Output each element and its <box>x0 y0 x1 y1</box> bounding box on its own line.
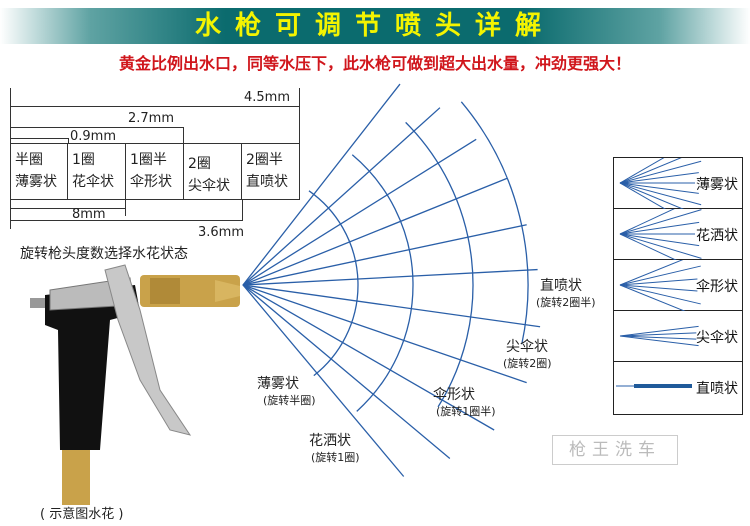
spray-name: 薄雾状 <box>257 376 299 392</box>
cell-mode: 伞形状 <box>130 174 172 190</box>
legend-ray <box>619 160 702 184</box>
spray-name: 尖伞状 <box>506 339 548 355</box>
dim-4-5mm: 4.5mm <box>244 90 291 105</box>
cell-turns: 1圈半 <box>130 152 167 168</box>
spray-name: 花洒状 <box>309 433 351 449</box>
shower-spray-icon <box>619 195 702 273</box>
spray-ray <box>242 284 405 477</box>
legend-ray <box>619 233 702 259</box>
legend-row: 伞形状 <box>614 251 742 319</box>
legend-ray <box>619 265 701 286</box>
legend-row: 薄雾状 <box>614 136 742 230</box>
spray-ray <box>242 284 451 460</box>
legend-ray <box>619 172 699 184</box>
legend-row: 尖伞状 <box>614 311 742 362</box>
spray-ray <box>242 138 477 286</box>
spray-turn: (旋转1圈) <box>311 451 360 464</box>
spray-ray <box>242 83 401 286</box>
gun-caption: ( 示意图水花 ) <box>40 507 124 522</box>
spray-turn: (旋转2圈半) <box>536 296 596 309</box>
legend-ray <box>619 278 698 286</box>
legend-label: 花洒状 <box>696 228 738 244</box>
cone-spray-icon <box>619 325 699 347</box>
cell-mode: 花伞状 <box>72 174 114 190</box>
water-gun-image <box>30 264 240 505</box>
spray-turn: (旋转2圈) <box>503 357 552 370</box>
legend-label: 伞形状 <box>696 279 738 295</box>
legend-label: 薄雾状 <box>696 177 738 193</box>
legend-ray <box>619 182 702 206</box>
subtitle: 黄金比例出水口，同等水压下，此水枪可做到超大出水量，冲劲更强大！ <box>118 54 631 73</box>
legend-ray <box>619 251 702 286</box>
spray-turn: (旋转半圈) <box>263 394 316 407</box>
spray-arc <box>351 154 414 412</box>
legend-ray <box>619 284 698 292</box>
spray-ray <box>242 107 441 286</box>
legend-ray <box>619 182 701 230</box>
watermark: 枪王洗车 <box>552 435 678 465</box>
spray-name: 直喷状 <box>540 278 582 294</box>
spray-ray <box>242 268 538 286</box>
rotate-caption: 旋转枪头度数选择水花状态 <box>20 246 188 262</box>
straight-jet-icon <box>616 384 692 388</box>
spray-ray <box>242 284 495 431</box>
spray-ray <box>242 224 527 286</box>
cell-mode: 直喷状 <box>246 174 288 190</box>
spray-legend: 薄雾状 花洒状 伞形状 尖伞状 直喷状 <box>613 136 743 415</box>
cell-turns: 2圈 <box>188 156 211 172</box>
spray-arc <box>405 121 474 408</box>
cell-turns: 半圈 <box>15 152 43 168</box>
spray-name: 伞形状 <box>433 387 475 403</box>
spray-arc <box>460 101 529 345</box>
legend-label: 直喷状 <box>696 381 738 397</box>
legend-ray <box>619 335 697 340</box>
dim-0-9mm: 0.9mm <box>70 129 117 144</box>
legend-row: 直喷状 <box>614 362 742 413</box>
spray-arc <box>308 190 359 377</box>
dim-3-6mm: 3.6mm <box>198 225 245 240</box>
legend-ray <box>619 325 699 337</box>
page-title: 水枪可调节喷头详解 <box>194 11 555 41</box>
dim-8mm: 8mm <box>72 207 106 222</box>
spray-turn: (旋转1圈半) <box>436 405 496 418</box>
title-banner: 水枪可调节喷头详解 <box>0 8 750 44</box>
dim-2-7mm: 2.7mm <box>128 111 175 126</box>
cell-turns: 1圈 <box>72 152 95 168</box>
spray-ray <box>242 284 527 384</box>
spray-ray <box>242 177 508 286</box>
legend-ray <box>619 182 699 194</box>
legend-ray <box>619 335 699 347</box>
spray-ray <box>242 284 541 328</box>
cell-mode: 尖伞状 <box>188 178 230 194</box>
legend-ray <box>619 182 702 218</box>
legend-ray <box>619 209 702 235</box>
legend-ray <box>619 332 697 337</box>
legend-ray <box>619 233 700 247</box>
legend-ray <box>619 284 702 319</box>
legend-row: 花洒状 <box>614 195 742 273</box>
legend-label: 尖伞状 <box>696 330 738 346</box>
legend-ray <box>619 221 700 235</box>
cell-mode: 薄雾状 <box>15 174 57 190</box>
cell-turns: 2圈半 <box>246 152 283 168</box>
legend-ray <box>619 284 701 305</box>
